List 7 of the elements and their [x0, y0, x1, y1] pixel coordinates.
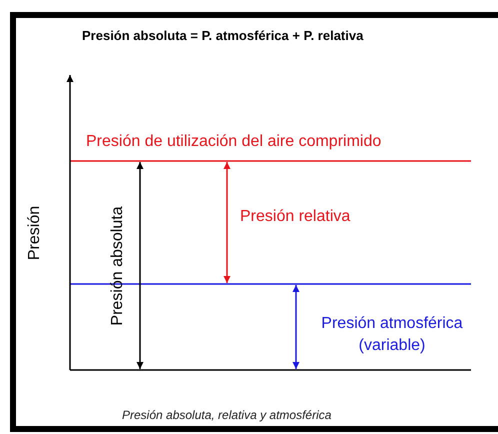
- dimension-label: Presión atmosférica (variable): [320, 314, 464, 356]
- dimension-label: Presión absoluta: [108, 206, 127, 326]
- title: Presión absoluta = P. atmosférica + P. relativa: [82, 29, 364, 44]
- dimension-label: Presión relativa: [240, 208, 350, 226]
- axis-label: Presión: [26, 206, 44, 260]
- level-label: Presión de utilización del aire comprimido: [86, 133, 382, 152]
- caption: Presión absoluta, relativa y atmosférica: [122, 409, 332, 423]
